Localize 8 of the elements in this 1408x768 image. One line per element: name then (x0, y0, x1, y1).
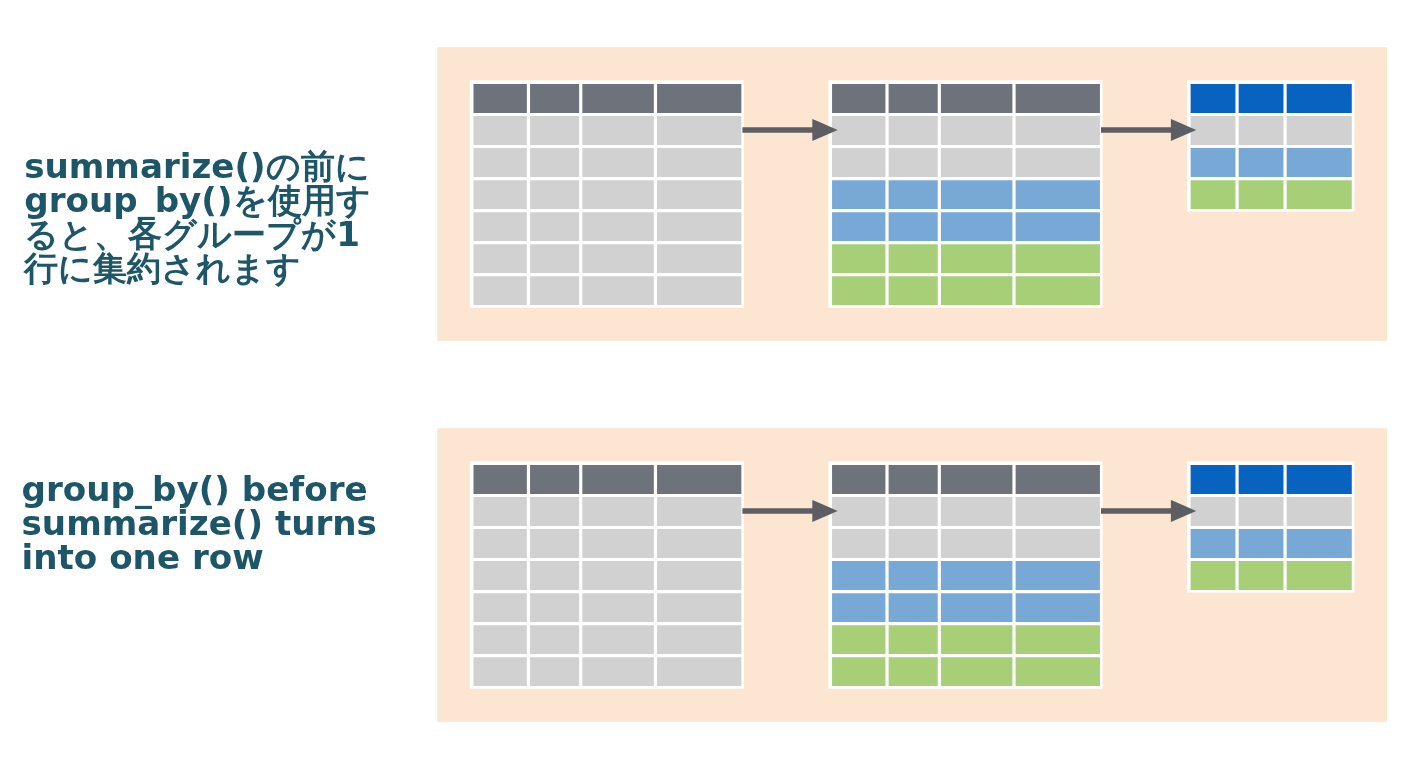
label: summarize()の前にgroup_by()を使用すると、各グループが1行に集約されます (24, 145, 371, 288)
cluster (437, 427, 1387, 722)
arrow (742, 118, 838, 141)
arrow (742, 499, 838, 522)
cluster (437, 46, 1387, 341)
arrow (1101, 499, 1197, 522)
label: group_by() before summarize() turns into one row (21, 468, 377, 577)
arrow (1101, 118, 1197, 141)
